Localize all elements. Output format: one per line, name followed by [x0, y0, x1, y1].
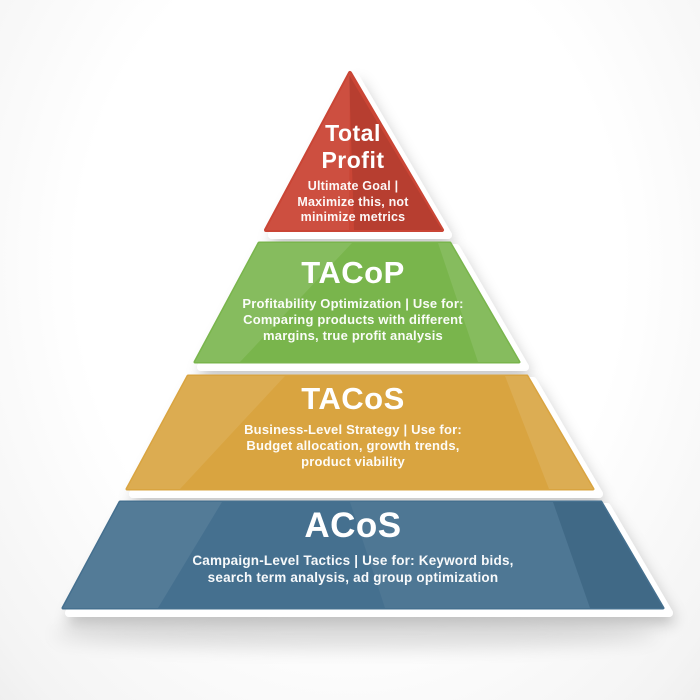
tier-acos-shape	[61, 500, 665, 610]
sheen-overlay	[195, 243, 352, 362]
tier-total-profit-shape	[264, 71, 444, 232]
shade-overlay	[553, 502, 663, 608]
ground-shadow	[54, 619, 658, 649]
tier-tacop-shape	[193, 241, 521, 364]
sheen-overlay	[63, 502, 222, 608]
sheen-overlay	[266, 73, 350, 230]
shade-overlay	[349, 75, 442, 230]
tier-tacos-shape	[125, 374, 595, 491]
sheen-overlay	[127, 376, 285, 489]
sheen-overlay	[505, 376, 593, 489]
sheen-overlay	[350, 502, 590, 608]
sheen-overlay	[438, 243, 519, 362]
